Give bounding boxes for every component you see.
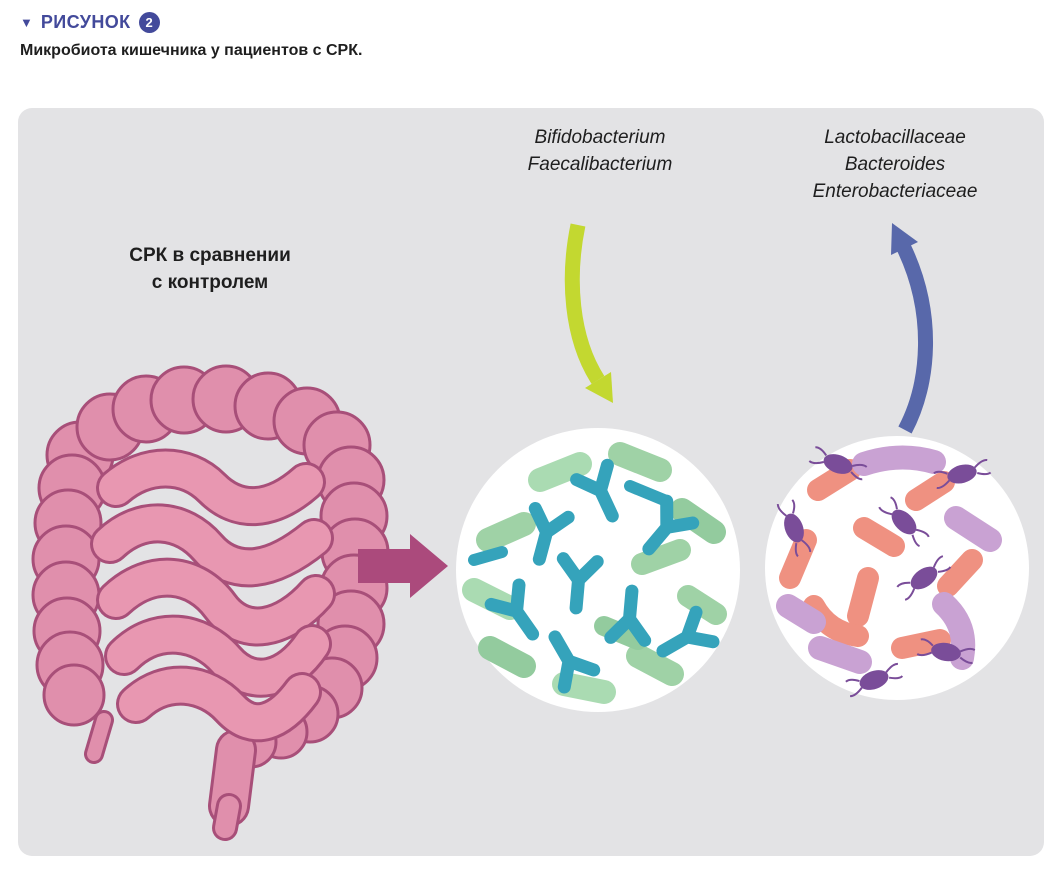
appendix: [84, 710, 114, 764]
microbiota-increased-view: [765, 436, 1029, 700]
figure-number-badge: 2: [138, 12, 160, 33]
figure-label: РИСУНОК: [40, 12, 131, 32]
figure-header: ▼ РИСУНОК 2 Микробиота кишечника у пацие…: [20, 12, 362, 60]
transition-arrow-icon: [358, 534, 448, 598]
increase-arrow-icon: [891, 223, 933, 434]
bacteroides-group: [776, 445, 1002, 674]
figure-panel: Bifidobacterium Faecalibacterium Lactoba…: [18, 108, 1044, 856]
decreased-taxa-label: Bifidobacterium Faecalibacterium: [527, 127, 673, 175]
increased-taxa-label: Lactobacillaceae Bacteroides Enterobacte…: [812, 127, 978, 202]
large-intestine: [31, 364, 390, 769]
rectum: [208, 729, 257, 841]
microbiota-decreased-view: [456, 428, 740, 712]
figure-header-row: ▼ РИСУНОК 2: [20, 12, 362, 33]
comparison-label: СРК в сравнении с контролем: [129, 245, 291, 293]
figure-caption: Микробиота кишечника у пациентов с СРК.: [20, 42, 363, 59]
figure-illustration: [31, 223, 1029, 841]
bifidobacterium-group: [468, 465, 713, 687]
decrease-arrow-icon: [564, 223, 613, 403]
intestine-illustration: [31, 364, 390, 841]
small-intestine: [90, 448, 336, 743]
triangle-marker-icon: ▼: [20, 15, 33, 30]
